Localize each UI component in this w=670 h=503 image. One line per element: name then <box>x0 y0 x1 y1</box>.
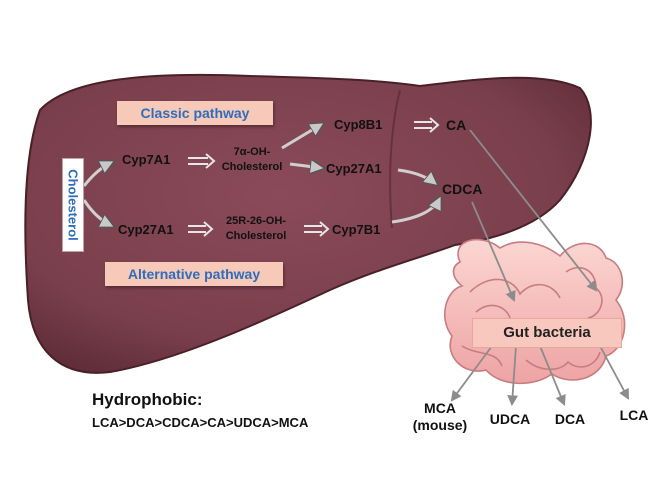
arrow-cdca-to-gut <box>471 201 516 302</box>
enzyme-cyp7b1: Cyp7B1 <box>332 222 381 237</box>
primary-acid-ca: CA <box>446 117 467 133</box>
liver-lobe-divider <box>389 89 401 229</box>
enzyme-cyp27a1-classic: Cyp27A1 <box>326 161 382 176</box>
intestine <box>444 238 626 385</box>
enzyme-cyp27a1-alternative: Cyp27A1 <box>118 222 174 237</box>
intermediate-25r-line1: 25R-26-OH- <box>226 215 286 227</box>
alternative-pathway-label: Alternative pathway <box>105 262 283 286</box>
hydrophobic-title: Hydrophobic: <box>92 390 203 409</box>
arrow-cyp7a1-7aoh <box>188 157 208 165</box>
cholesterol-label: Cholesterol <box>65 169 81 241</box>
mca-label: MCA <box>424 400 456 416</box>
arrow-7aoh-cyp27a1 <box>289 164 322 168</box>
intermediate-7a-oh-line1: 7α-OH- <box>233 146 271 158</box>
arrow-cholesterol-cyp27a1 <box>82 199 112 226</box>
liver-shape <box>24 73 592 374</box>
cholesterol-box: Cholesterol <box>62 158 84 252</box>
arrow-cholesterol-cyp7a1 <box>82 162 112 187</box>
gut-bacteria-box: Gut bacteria <box>472 318 622 348</box>
arrow-cyp7b1-cdca <box>391 198 440 224</box>
arrow-ca-to-gut <box>469 129 598 292</box>
arrow-25r-cyp7b1 <box>304 225 322 233</box>
intermediate-7a-oh-cholesterol: 7α-OH- Cholesterol <box>214 145 290 175</box>
enzyme-cyp7a1: Cyp7A1 <box>122 152 171 167</box>
arrow-cyp8b1-ca <box>414 121 432 129</box>
arrow-gut-to-lca <box>599 345 630 400</box>
mca-mouse-note: (mouse) <box>412 417 468 433</box>
secondary-acid-mca: MCA (mouse) <box>404 400 476 434</box>
arrow-gut-to-dca <box>539 345 566 406</box>
enzyme-cyp8b1: Cyp8B1 <box>334 117 383 132</box>
arrow-cyp27a1-25r <box>188 225 206 233</box>
secondary-acid-lca: LCA <box>619 407 649 423</box>
hydrophobic-order: LCA>DCA>CDCA>CA>UDCA>MCA <box>92 415 309 430</box>
intermediate-7a-oh-line2: Cholesterol <box>221 161 283 173</box>
arrow-gut-to-mca <box>450 345 493 402</box>
primary-acid-cdca: CDCA <box>442 181 483 197</box>
arrow-7aoh-cyp8b1 <box>281 124 322 150</box>
intermediate-25r-26-oh-cholesterol: 25R-26-OH- Cholesterol <box>210 214 302 244</box>
secondary-acid-dca: DCA <box>554 411 586 427</box>
arrow-gut-to-udca <box>507 345 518 407</box>
secondary-acid-udca: UDCA <box>489 411 531 427</box>
arrow-cyp27a1-cdca <box>397 168 436 184</box>
intermediate-25r-line2: Cholesterol <box>225 230 287 242</box>
classic-pathway-label: Classic pathway <box>117 101 273 125</box>
